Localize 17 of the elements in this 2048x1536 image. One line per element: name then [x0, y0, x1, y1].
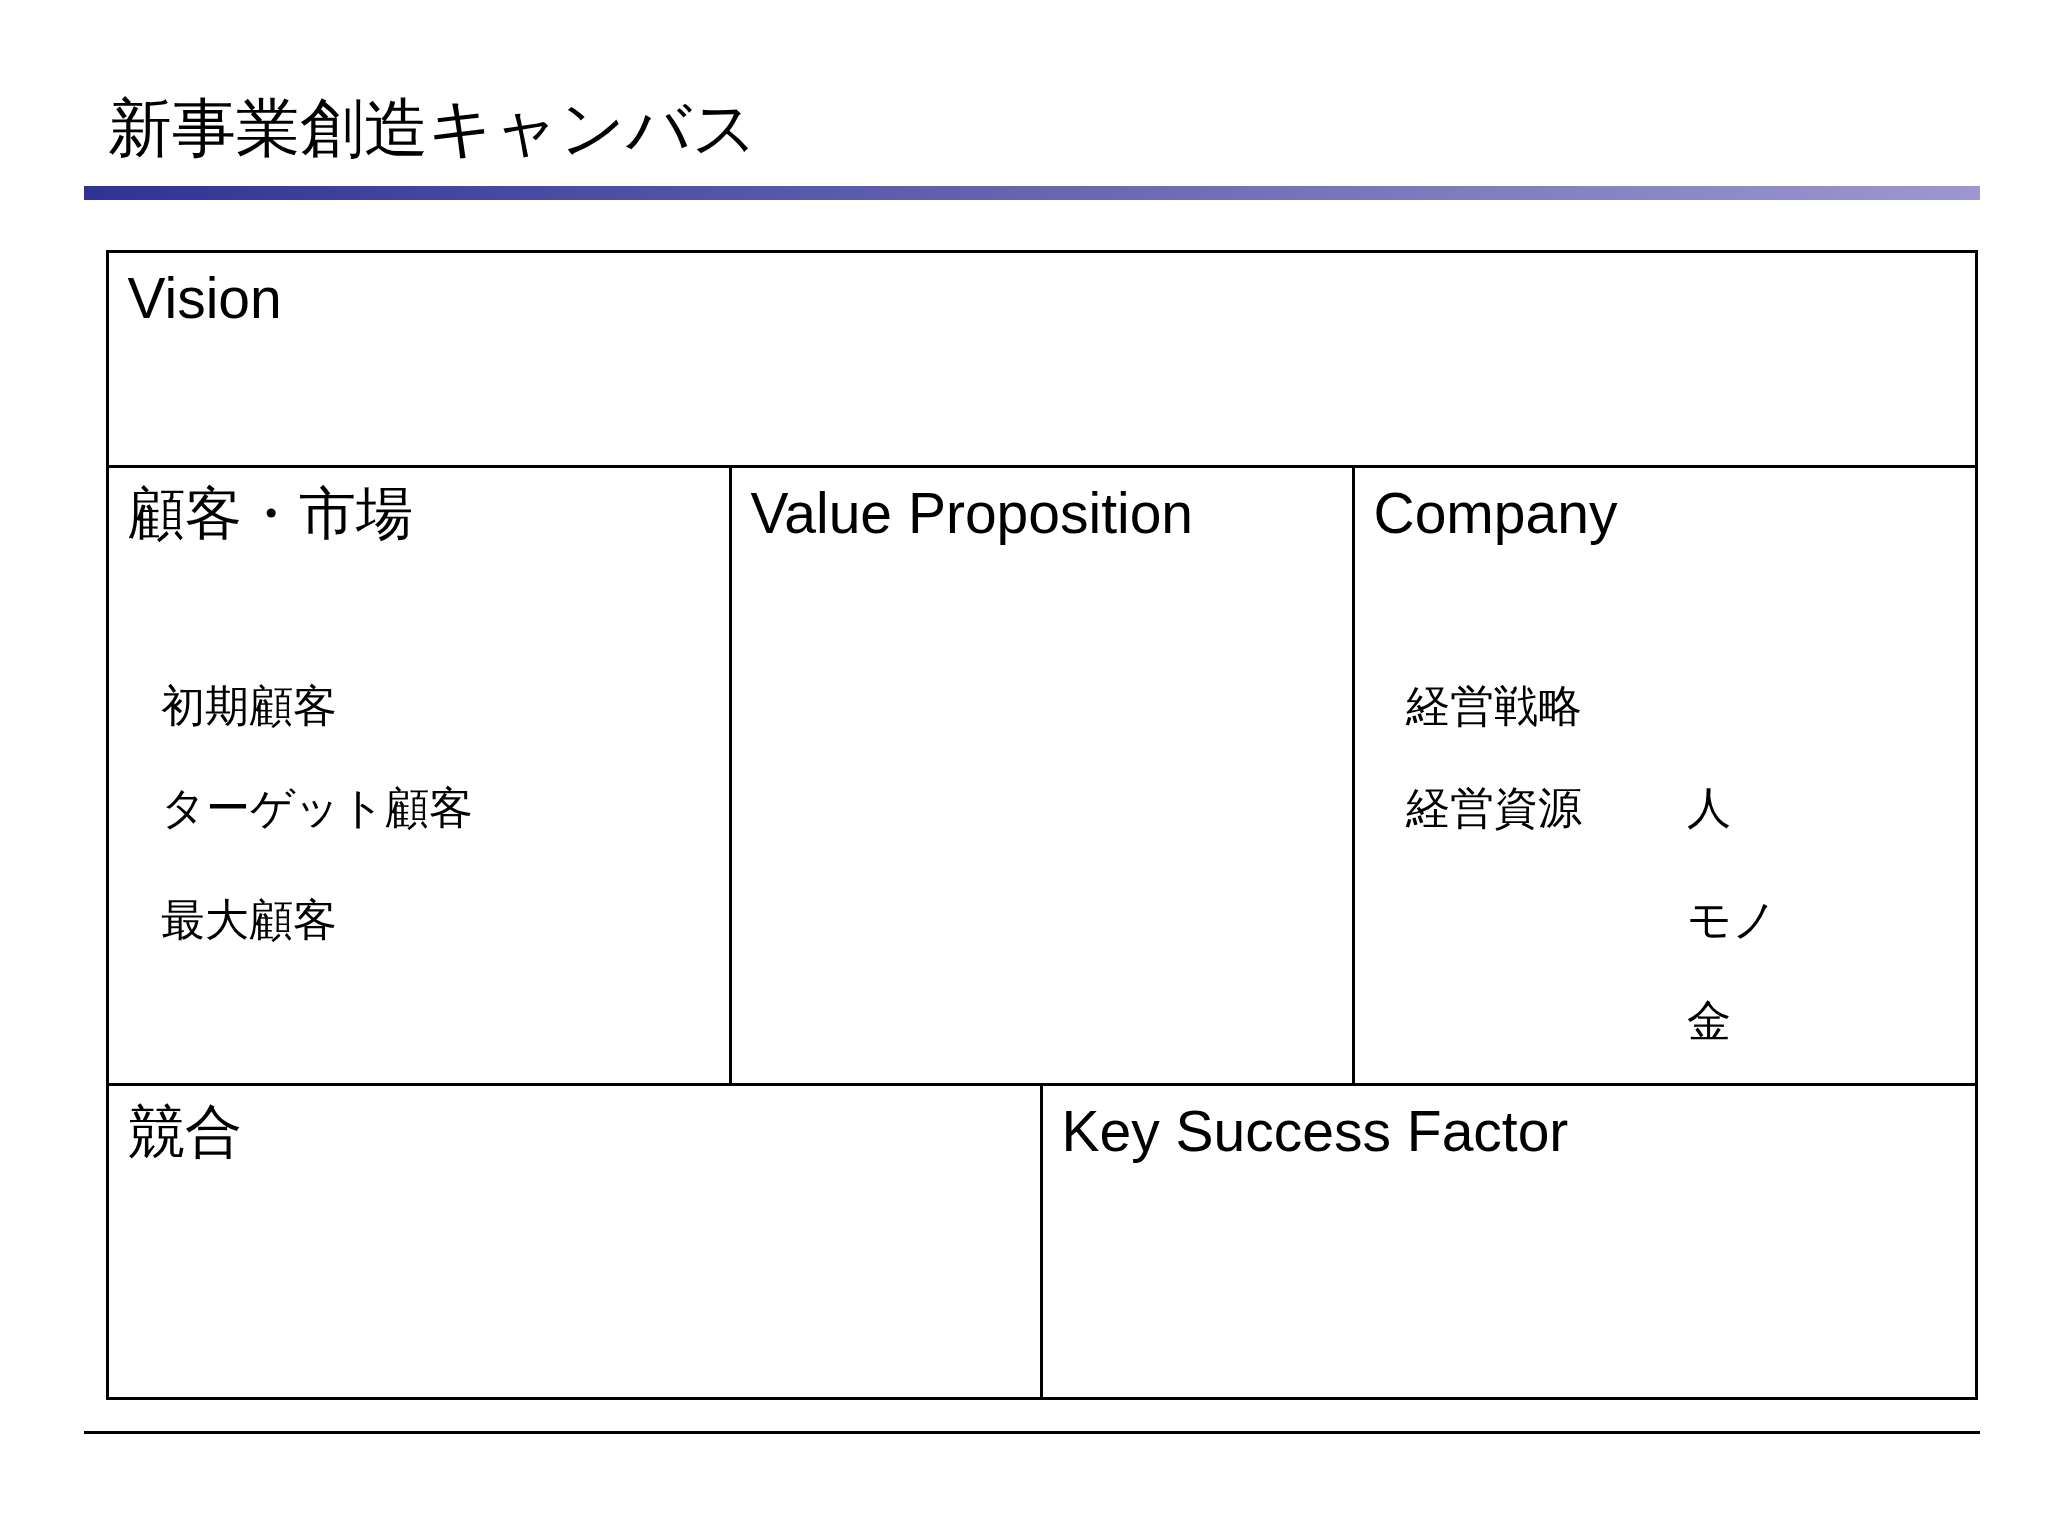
section-heading: Vision: [127, 265, 282, 332]
item-text: 経営資源: [1405, 782, 1582, 834]
item-text: 経営戦略: [1405, 680, 1582, 732]
item-text: 最大顧客: [160, 894, 337, 946]
section-heading: Value Proposition: [750, 480, 1194, 547]
item-text: モノ: [1686, 894, 1777, 946]
section-heading: 顧客・市場: [127, 480, 413, 547]
item-text: 初期顧客: [160, 680, 337, 732]
canvas-section: [105, 249, 1978, 468]
page-title: 新事業創造キャンバス: [108, 92, 758, 166]
title-underline-bar: [84, 186, 1980, 200]
section-heading: 競合: [127, 1098, 242, 1165]
item-text: ターゲット顧客: [160, 782, 473, 834]
section-heading: Key Success Factor: [1061, 1098, 1569, 1165]
item-text: 人: [1686, 782, 1731, 834]
item-text: 金: [1686, 995, 1731, 1047]
section-heading: Company: [1373, 480, 1618, 547]
